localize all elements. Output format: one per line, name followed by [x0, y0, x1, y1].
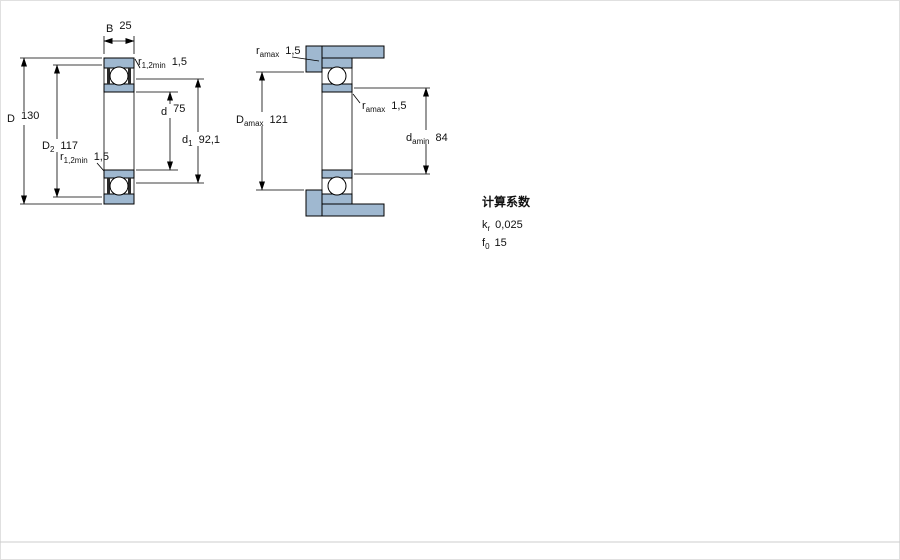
d1-label-bg	[179, 132, 227, 146]
r-top-leader-line	[134, 58, 141, 69]
da-max-extension-lines	[256, 71, 304, 191]
bore-label-bg	[158, 104, 192, 118]
outer-dia-label-bg	[4, 111, 46, 125]
d2-label-bg	[39, 139, 81, 152]
b-extension-lines	[103, 36, 135, 54]
left-bearing-ball-bottom	[109, 176, 129, 196]
calculation-factors-title: 计算系数	[482, 194, 531, 209]
right-bearing-ball-bottom	[327, 176, 347, 196]
da-min-extension-lines	[354, 87, 430, 175]
ra-mid-leader-line	[352, 93, 361, 104]
r-bottom-leader-line	[96, 162, 105, 172]
d1-extension-lines	[136, 78, 204, 184]
left-bearing-ball-top	[109, 66, 129, 86]
outer-dia-extension-lines	[20, 57, 102, 205]
left-bearing-outline	[103, 57, 135, 205]
left-bearing-shields	[107, 68, 131, 194]
da-min-label-bg	[403, 130, 459, 144]
d2-extension-lines	[53, 64, 102, 198]
right-bearing-outline	[321, 57, 353, 205]
right-bearing-ball-top	[327, 66, 347, 86]
da-max-label-bg	[233, 112, 295, 126]
bore-extension-lines	[136, 91, 178, 171]
ra-top-leader-line	[291, 56, 320, 62]
